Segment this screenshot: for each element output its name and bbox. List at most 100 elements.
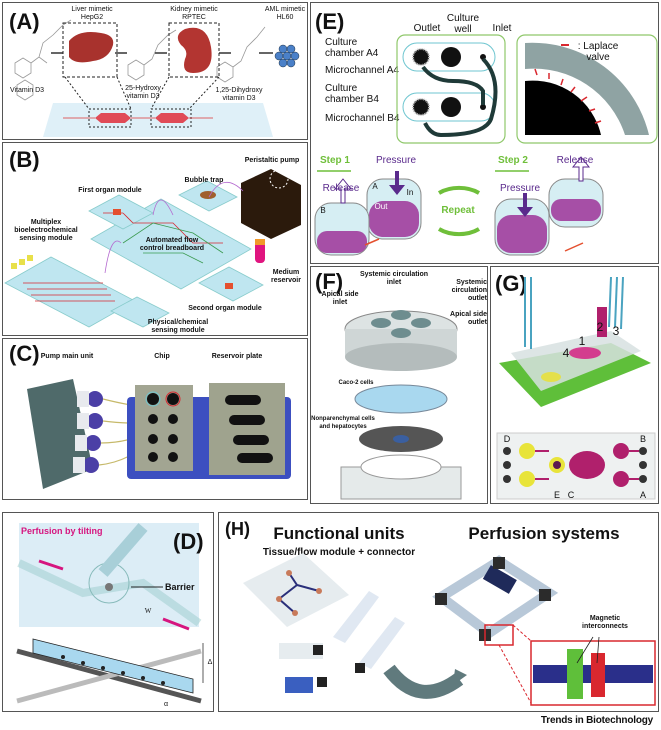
liver-cells: HepG2 — [80, 14, 104, 21]
panel-b-diagram — [4, 169, 301, 328]
pressure-arrow-icon — [389, 171, 405, 195]
chip-icon — [135, 385, 193, 471]
panel-d-label: (D) — [173, 529, 204, 554]
laplace-valve-icon — [534, 68, 602, 124]
panel-c: (C) Pump main unit Chip Reservoir plate — [2, 338, 308, 500]
label-delta: Δ — [207, 659, 213, 666]
tank-b-label: B — [320, 206, 326, 215]
cell-cluster-icon — [274, 44, 300, 68]
panel-g-diagram — [496, 276, 656, 500]
label-second-organ-module: Second organ module — [188, 305, 262, 312]
label-systemic-outlet: Systemic circulation outlet — [451, 279, 487, 302]
label-alpha: α — [163, 701, 169, 708]
flow-module-icon — [333, 591, 379, 643]
first-organ-chamber — [113, 209, 121, 215]
label-culture-chamber-b4: Culture chamber B4 — [325, 83, 379, 105]
label-inlet: Inlet — [492, 23, 512, 34]
port-c: C — [567, 490, 575, 500]
liver-inset-box — [62, 22, 118, 78]
panel-b-label: (B) — [9, 147, 40, 172]
laplace-legend-label: : Laplace valve — [577, 41, 619, 63]
label-medium-reservoir: Medium reservoir — [271, 269, 301, 284]
panel-f-diagram — [340, 310, 462, 500]
aml-cells: HL60 — [276, 14, 294, 21]
liver-title: Liver mimetic — [71, 6, 113, 13]
tissue-module-icon — [243, 553, 349, 627]
panel-h-diagram — [243, 553, 656, 706]
curved-arrow-icon — [383, 664, 464, 699]
chamber-3: 3 — [612, 324, 620, 338]
label-pump-main-unit: Pump main unit — [40, 353, 94, 360]
caco2-disc-icon — [354, 384, 448, 414]
chamber-1: 1 — [578, 334, 586, 348]
panel-f-label: (F) — [315, 269, 344, 294]
step1-pressure: Pressure — [375, 155, 416, 166]
label-caco2-cells: Caco-2 cells — [338, 380, 374, 386]
label-first-organ-module: First organ module — [78, 187, 142, 194]
chamber-4: 4 — [562, 346, 570, 360]
panel-h: (H) Functional units Tissue/flow module … — [218, 512, 659, 712]
kidney-cells: RPTEC — [182, 14, 206, 21]
port-e: E — [553, 490, 560, 500]
panel-b: (B) Peristaltic pump Bubble trap First o… — [2, 142, 308, 336]
figure-credit: Trends in Biotechnology — [540, 715, 653, 726]
out-label: Out — [374, 202, 388, 211]
label-outlet: Outlet — [413, 23, 441, 34]
panel-e: (E) Outlet Culture well Inlet Culture ch… — [310, 2, 659, 264]
compound-25-hydroxy: 25-Hydroxy vitamin D3 — [125, 85, 161, 100]
liver-icon — [69, 32, 114, 63]
panel-g: (G) 1 2 3 4 D B E C A — [490, 266, 659, 504]
port-d: D — [503, 434, 511, 444]
repeat-arrow-icon — [437, 185, 481, 195]
label-systemic-inlet: Systemic circulation inlet — [359, 271, 429, 286]
panel-e-diagram — [314, 34, 658, 256]
step2-title: Step 2 — [497, 155, 528, 166]
label-multiplex-sensing: Multiplex bioelectrochemical sensing mod… — [14, 219, 78, 242]
compound-vitamin-d3: Vitamin D3 — [9, 87, 45, 94]
panel-d-diagram — [16, 523, 204, 704]
label-breadboard: Automated flow control breadboard — [139, 237, 205, 252]
second-organ-chamber — [225, 283, 233, 289]
label-microchannel-a4: Microchannel A4 — [325, 65, 399, 76]
label-physical-sensing: Physical/chemical sensing module — [147, 319, 209, 334]
panel-f: (F) Systemic circulation inlet Apical si… — [310, 266, 488, 504]
aml-title: AML mimetic — [264, 6, 306, 13]
panel-c-label: (C) — [9, 341, 40, 366]
physical-sensing-plate — [110, 296, 170, 328]
label-culture-well: Culture well — [446, 13, 480, 35]
tilt-arrow-icon — [162, 617, 190, 631]
port-b: B — [639, 434, 646, 444]
label-apical-outlet: Apical side outlet — [450, 311, 487, 326]
chamber-2: 2 — [596, 320, 604, 334]
pressure-arrow-icon — [517, 193, 533, 217]
repeat-arrow-icon — [437, 227, 481, 237]
step2-pressure: Pressure — [499, 183, 540, 194]
panel-g-label: (G) — [495, 271, 527, 296]
kidney-icon — [177, 27, 212, 73]
panel-a-label: (A) — [9, 9, 40, 34]
perfusion-systems-title: Perfusion systems — [468, 524, 620, 543]
step1-title: Step 1 — [319, 155, 350, 166]
panel-a-diagram — [14, 19, 300, 137]
label-nonparenchymal: Nonparenchymal cells and hepatocytes — [311, 416, 375, 430]
magnetic-interconnects-label: Magnetic interconnects — [582, 615, 628, 630]
label-peristaltic-pump: Peristaltic pump — [244, 157, 300, 164]
in-label: In — [406, 188, 414, 197]
tank-a-label: A — [372, 182, 378, 191]
label-barrier: Barrier — [165, 582, 195, 592]
sensing-plate — [4, 256, 136, 328]
release-arrow-icon — [571, 156, 591, 182]
channel-icon — [17, 559, 202, 627]
compound-125-dihydroxy: 1,25-Dihydroxy vitamin D3 — [215, 87, 263, 102]
magnet-green-icon — [567, 649, 583, 699]
port-a: A — [639, 490, 646, 500]
tilt-arrow-icon — [38, 559, 64, 571]
label-perfusion-by-tilting: Perfusion by tilting — [21, 526, 103, 536]
peristaltic-pump-icon — [241, 169, 301, 239]
label-apical-inlet: Apical side inlet — [321, 291, 359, 306]
repeat-label: Repeat — [441, 205, 475, 216]
step2-release: Release — [556, 155, 594, 166]
magnet-red-icon — [591, 653, 605, 697]
